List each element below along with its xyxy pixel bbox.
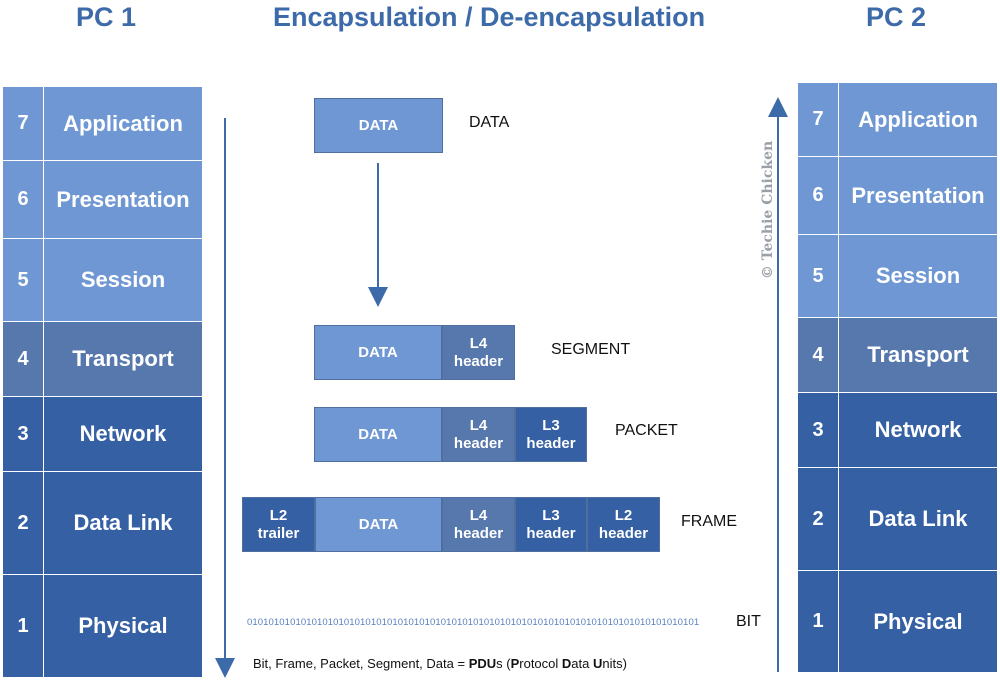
layer-name: Physical bbox=[78, 613, 168, 638]
footnote-nits: nits) bbox=[602, 656, 627, 671]
diagram-title: Encapsulation / De-encapsulation bbox=[273, 2, 706, 32]
footnote-rotocol: rotocol bbox=[519, 656, 562, 671]
layer-name: Data Link bbox=[73, 510, 173, 535]
layer-number: 6 bbox=[3, 161, 44, 238]
segment-l4-text: L4 header bbox=[453, 334, 504, 370]
pc2-layer-application: 7 Application bbox=[798, 83, 997, 157]
pdu-segment-label: SEGMENT bbox=[551, 341, 631, 358]
layer-number: 7 bbox=[3, 87, 44, 160]
frame-l2-trailer-text: L2 trailer bbox=[257, 506, 300, 542]
layer-number: 2 bbox=[3, 472, 44, 574]
layer-name: Network bbox=[874, 417, 962, 442]
packet-l3-text: L3 header bbox=[526, 416, 576, 452]
layer-number: 4 bbox=[798, 318, 839, 392]
pc1-layer-network: 3 Network bbox=[3, 397, 202, 472]
layer-name: Session bbox=[875, 263, 961, 288]
pdu-data-box: DATA bbox=[314, 98, 443, 153]
pc1-layer-session: 5 Session bbox=[3, 239, 202, 322]
footnote-pdu: PDU bbox=[468, 656, 497, 671]
layer-name: Presentation bbox=[56, 186, 190, 212]
pc2-layer-physical: 1 Physical bbox=[798, 571, 997, 672]
pc2-layer-network: 3 Network bbox=[798, 393, 997, 468]
pc1-layer-application: 7 Application bbox=[3, 87, 202, 161]
layer-name: Network bbox=[79, 421, 167, 446]
segment-data-box: DATA bbox=[314, 325, 442, 380]
layer-name: Presentation bbox=[851, 182, 985, 208]
layer-number: 7 bbox=[798, 83, 839, 156]
pdu-frame-label: FRAME bbox=[681, 513, 737, 530]
frame-l2-header-text: L2 header bbox=[598, 506, 649, 542]
segment-l4-header-box: L4 header bbox=[442, 325, 515, 380]
layer-number: 3 bbox=[3, 397, 44, 471]
footnote-after-pdu: s ( bbox=[496, 656, 511, 671]
layer-number: 3 bbox=[798, 393, 839, 467]
pdu-data-label: DATA bbox=[469, 114, 510, 131]
layer-name: Application bbox=[63, 110, 183, 136]
footnote-ata: ata bbox=[571, 656, 593, 671]
pdu-packet-label: PACKET bbox=[615, 422, 678, 439]
packet-l4-header-box: L4 header bbox=[442, 407, 515, 462]
layer-name: Session bbox=[80, 267, 166, 292]
pc1-layer-physical: 1 Physical bbox=[3, 575, 202, 677]
footnote-d: D bbox=[561, 656, 572, 671]
pdu-footnote: Bit, Frame, Packet, Segment, Data = PDUs… bbox=[253, 656, 627, 671]
layer-number: 4 bbox=[3, 322, 44, 396]
layer-number: 6 bbox=[798, 157, 839, 234]
pc2-layer-transport: 4 Transport bbox=[798, 318, 997, 393]
segment-data-text: DATA bbox=[358, 343, 398, 361]
frame-l2-trailer-box: L2 trailer bbox=[242, 497, 315, 552]
layer-number: 5 bbox=[3, 239, 44, 321]
pc2-layer-session: 5 Session bbox=[798, 235, 997, 318]
frame-l4-text: L4 header bbox=[453, 506, 504, 542]
frame-data-text: DATA bbox=[358, 515, 399, 533]
frame-l4-header-box: L4 header bbox=[442, 497, 515, 552]
pc1-title: PC 1 bbox=[76, 2, 137, 32]
layer-name: Data Link bbox=[868, 506, 968, 531]
layer-number: 1 bbox=[798, 571, 839, 672]
bit-stream: 0101010101010101010101010101010101010101… bbox=[247, 617, 700, 628]
pdu-bit-label: BIT bbox=[736, 613, 761, 630]
frame-data-box: DATA bbox=[315, 497, 442, 552]
packet-data-box: DATA bbox=[314, 407, 442, 462]
layer-number: 5 bbox=[798, 235, 839, 317]
footnote-u: U bbox=[592, 656, 603, 671]
layer-number: 2 bbox=[798, 468, 839, 570]
layer-name: Physical bbox=[873, 608, 963, 634]
layer-name: Transport bbox=[867, 342, 969, 367]
layer-name: Transport bbox=[72, 346, 174, 371]
layer-number: 1 bbox=[3, 575, 44, 677]
pc2-title: PC 2 bbox=[866, 2, 927, 32]
pc1-layer-presentation: 6 Presentation bbox=[3, 161, 202, 239]
packet-data-text: DATA bbox=[358, 425, 398, 443]
packet-l3-header-box: L3 header bbox=[515, 407, 587, 462]
pc2-layer-presentation: 6 Presentation bbox=[798, 157, 997, 235]
pc1-layer-transport: 4 Transport bbox=[3, 322, 202, 397]
pc1-layer-data-link: 2 Data Link bbox=[3, 472, 202, 575]
pdu-data-text: DATA bbox=[358, 116, 399, 134]
layer-name: Application bbox=[858, 106, 978, 132]
frame-l3-header-box: L3 header bbox=[515, 497, 587, 552]
packet-l4-text: L4 header bbox=[453, 416, 504, 452]
footnote-prefix: Bit, Frame, Packet, Segment, Data = bbox=[253, 656, 469, 671]
watermark-text: © Techie Chicken bbox=[760, 140, 776, 280]
frame-l3-text: L3 header bbox=[526, 506, 576, 542]
frame-l2-header-box: L2 header bbox=[587, 497, 660, 552]
pc2-layer-data-link: 2 Data Link bbox=[798, 468, 997, 571]
footnote-p: P bbox=[510, 656, 520, 671]
